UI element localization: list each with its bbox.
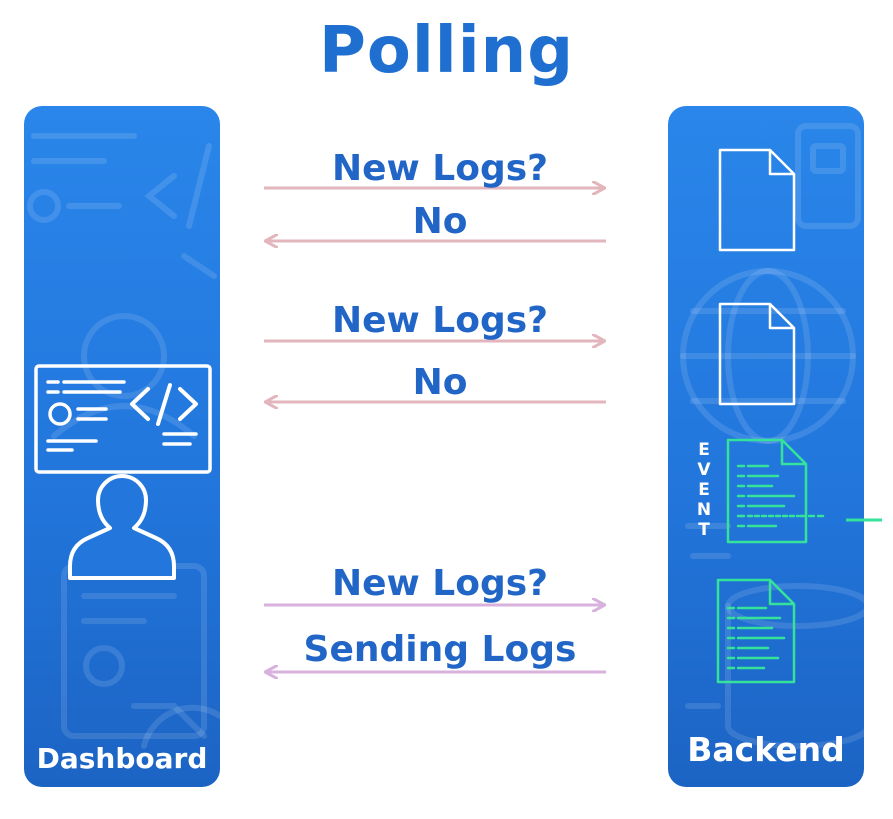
code-brackets-icon (130, 383, 198, 426)
person-icon (68, 474, 176, 580)
page-title: Polling (318, 14, 575, 88)
log-document-icon (716, 578, 796, 684)
event-document-icon (726, 438, 826, 544)
request-message: New Logs? (331, 300, 549, 341)
dashboard-panel: Dashboard (24, 106, 220, 787)
event-label: E V E N T (696, 440, 712, 540)
dashboard-background-art (27, 133, 220, 749)
dashboard-label: Dashboard (36, 742, 208, 775)
response-message: No (412, 201, 468, 242)
backend-label: Backend (687, 730, 845, 769)
response-message: Sending Logs (303, 629, 577, 670)
document-icon (718, 302, 796, 406)
monitor-icon (34, 364, 212, 580)
document-icon (718, 148, 796, 252)
backend-panel: Backend (668, 106, 864, 787)
response-message: No (412, 362, 468, 403)
request-message: New Logs? (331, 563, 549, 604)
request-message: New Logs? (331, 148, 549, 189)
